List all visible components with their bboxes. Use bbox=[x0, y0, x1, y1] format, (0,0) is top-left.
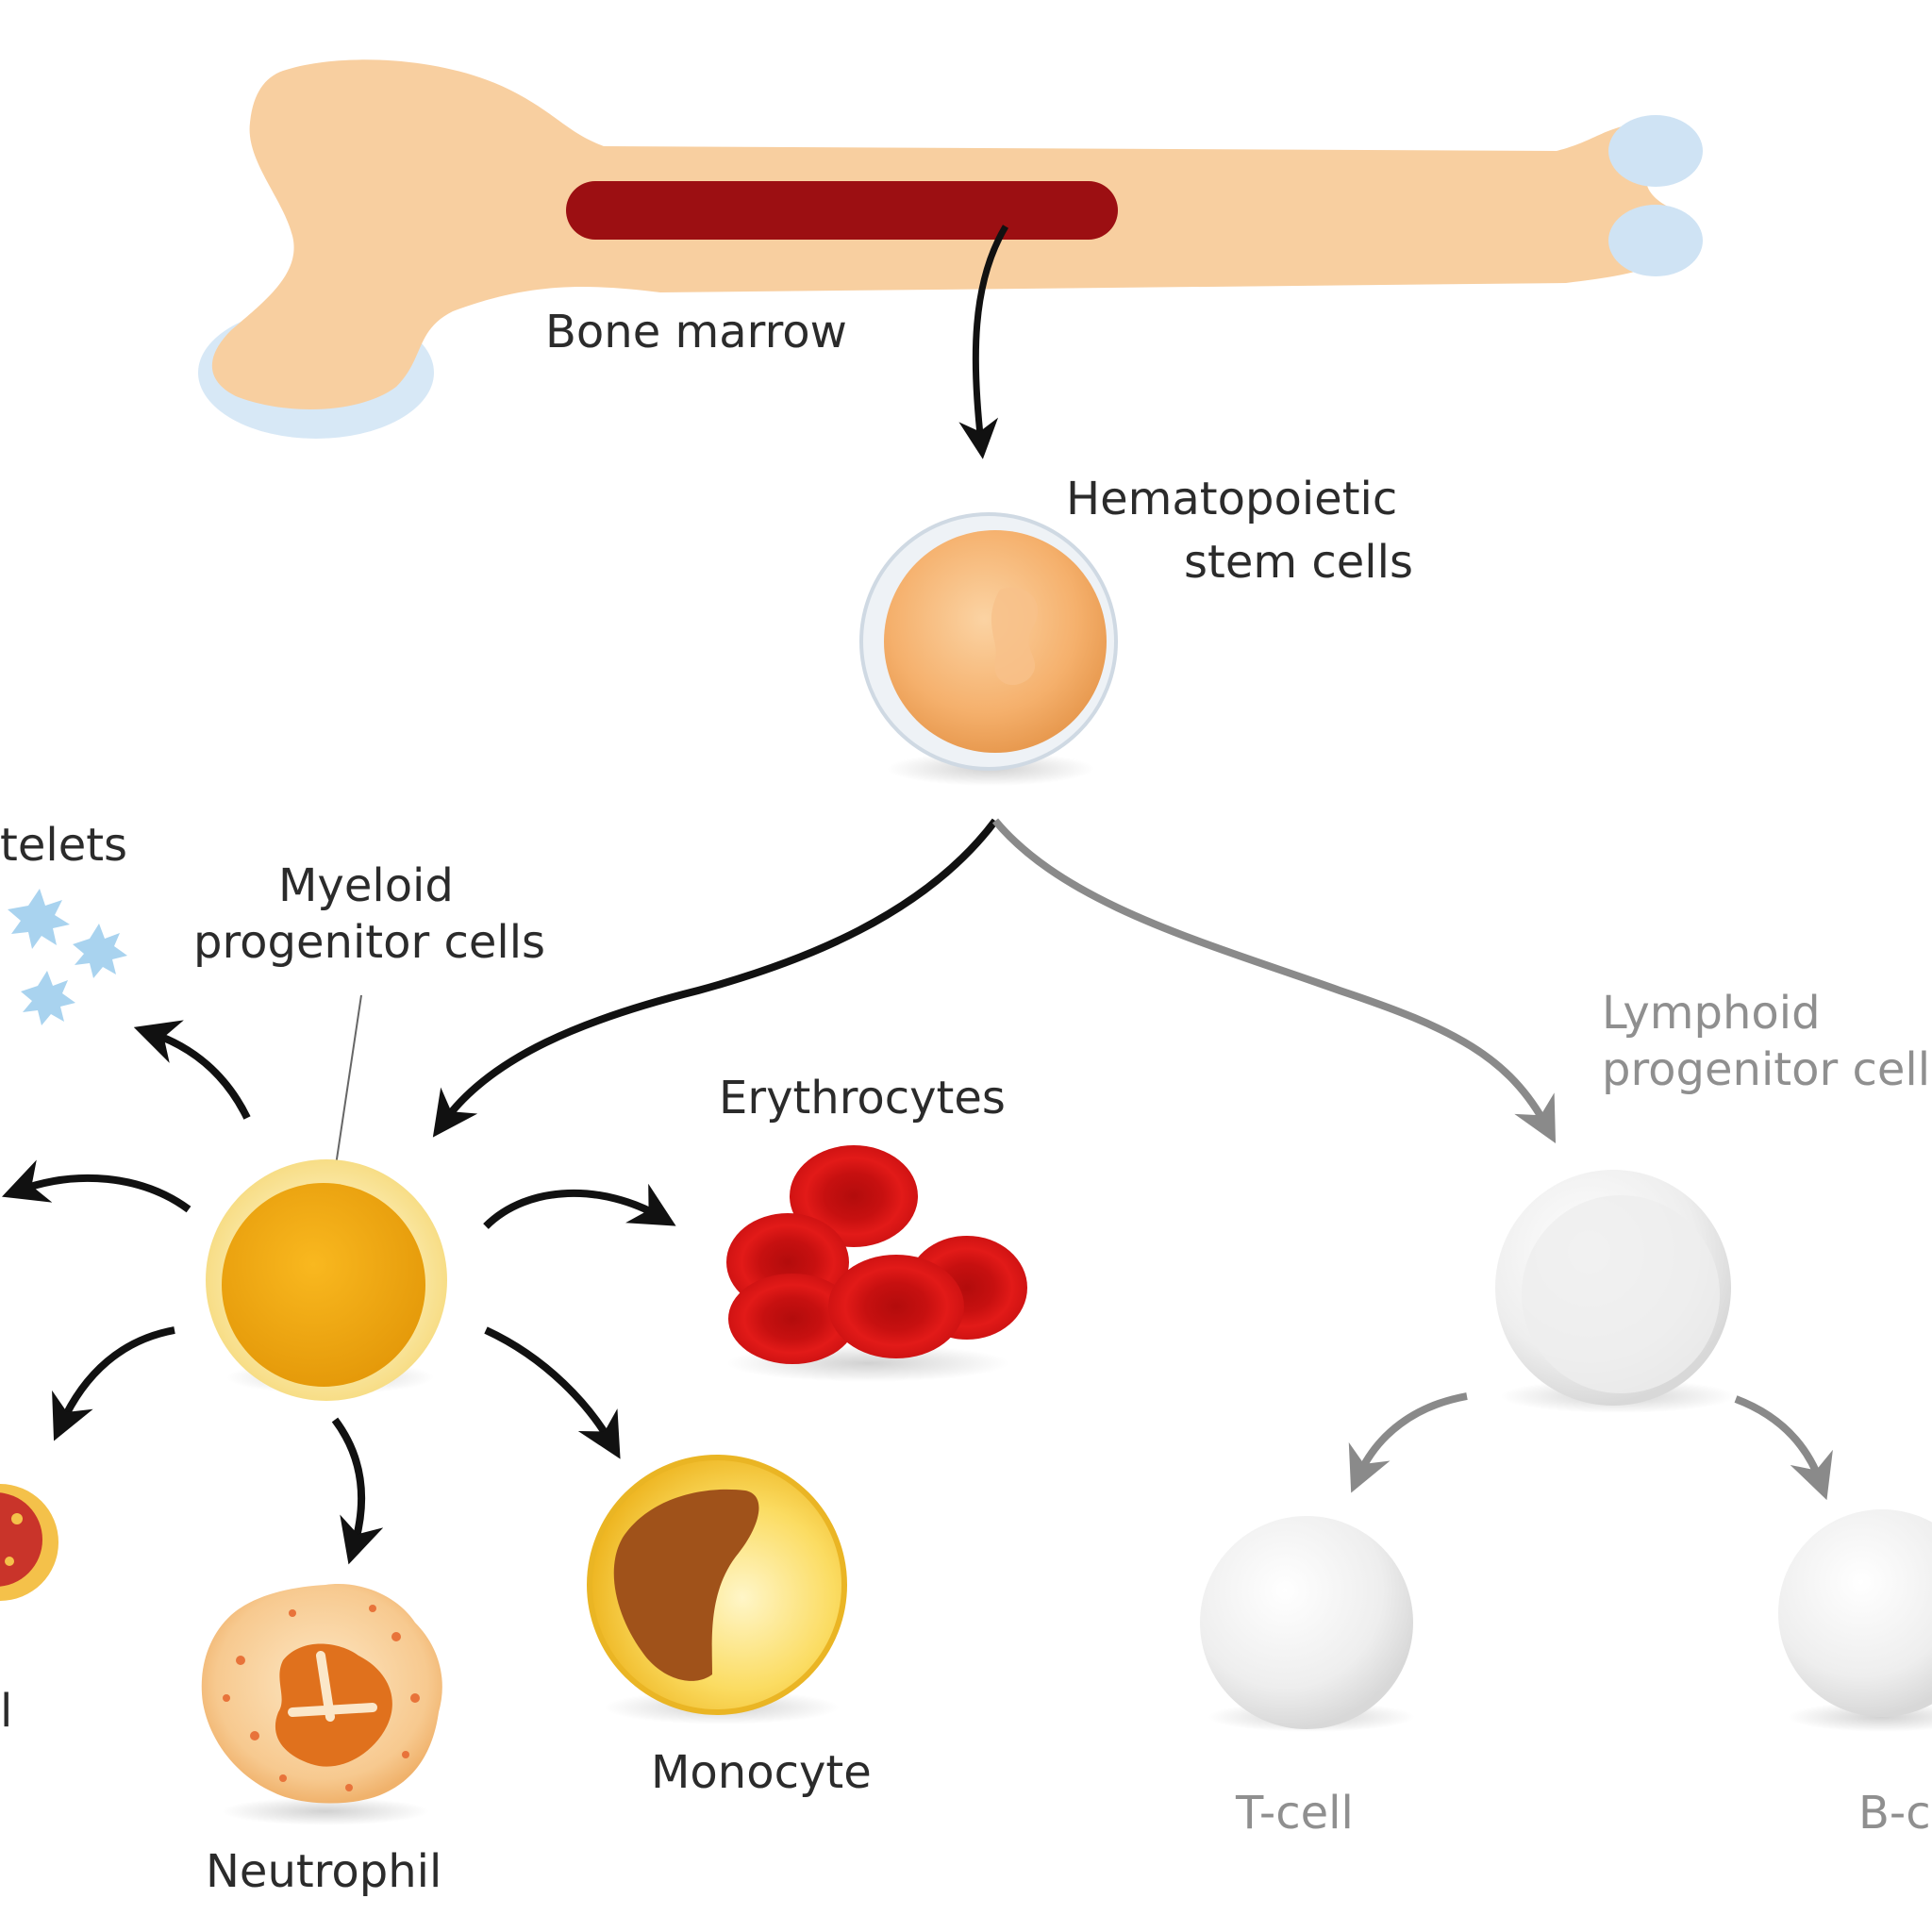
platelets-illustration bbox=[8, 889, 127, 1025]
lymphoid-progenitor-cell bbox=[1495, 1170, 1736, 1413]
tcell bbox=[1200, 1516, 1415, 1732]
hsc-label-line1: Hematopoietic bbox=[1066, 473, 1397, 525]
myeloid-label-leader bbox=[331, 994, 362, 1191]
cropped-cell-label: l bbox=[0, 1685, 12, 1738]
arrow-stem-to-myeloid bbox=[432, 818, 999, 1138]
erythrocytes-label: Erythrocytes bbox=[719, 1072, 1006, 1124]
rbc-center bbox=[828, 1255, 964, 1358]
arrow-marrow-to-stem bbox=[958, 225, 1009, 459]
arrow-myeloid-to-left bbox=[1, 1159, 192, 1213]
bone-right-cartilage-top bbox=[1608, 115, 1703, 187]
platelets-label: telets bbox=[0, 819, 127, 872]
neutrophil-label: Neutrophil bbox=[206, 1845, 441, 1898]
arrow-myeloid-to-monocyte bbox=[484, 1326, 621, 1459]
monocyte-label: Monocyte bbox=[651, 1746, 872, 1799]
myeloid-label-line1: Myeloid bbox=[278, 859, 454, 912]
arrow-myeloid-to-neutrophil bbox=[331, 1417, 384, 1565]
hematopoietic-stem-cell bbox=[859, 512, 1118, 786]
arrow-myeloid-to-lower-left bbox=[52, 1326, 175, 1441]
myeloid-label-line2: progenitor cells bbox=[193, 916, 545, 969]
rbc-bottom-left bbox=[728, 1274, 857, 1364]
bcell-label: B-c bbox=[1858, 1787, 1931, 1840]
erythrocytes-illustration bbox=[726, 1145, 1027, 1382]
monocyte-cell bbox=[587, 1455, 847, 1724]
myeloid-progenitor-cell bbox=[206, 1159, 447, 1401]
bcell bbox=[1778, 1509, 1932, 1732]
neutrophil-cell bbox=[201, 1584, 442, 1825]
arrow-lymphoid-to-bcell bbox=[1734, 1395, 1833, 1501]
bone-right-cartilage-bottom bbox=[1608, 205, 1703, 276]
arrow-myeloid-to-platelets bbox=[133, 1020, 251, 1120]
arrow-myeloid-to-erythrocytes bbox=[483, 1183, 676, 1229]
tcell-label: T-cell bbox=[1235, 1787, 1354, 1840]
lymphoid-label-line2: progenitor cell bbox=[1602, 1043, 1930, 1096]
arrow-lymphoid-to-tcell bbox=[1348, 1392, 1468, 1493]
bone-marrow-label: Bone marrow bbox=[545, 306, 847, 358]
arrow-stem-to-lymphoid bbox=[991, 818, 1557, 1143]
cropped-granulocyte-cell bbox=[0, 1484, 58, 1601]
bone-marrow-cavity bbox=[566, 181, 1118, 240]
hsc-label-line2: stem cells bbox=[1184, 536, 1413, 589]
lymphoid-label-line1: Lymphoid bbox=[1602, 987, 1821, 1040]
bone-illustration bbox=[198, 59, 1703, 439]
monocyte-nucleus bbox=[613, 1489, 759, 1681]
